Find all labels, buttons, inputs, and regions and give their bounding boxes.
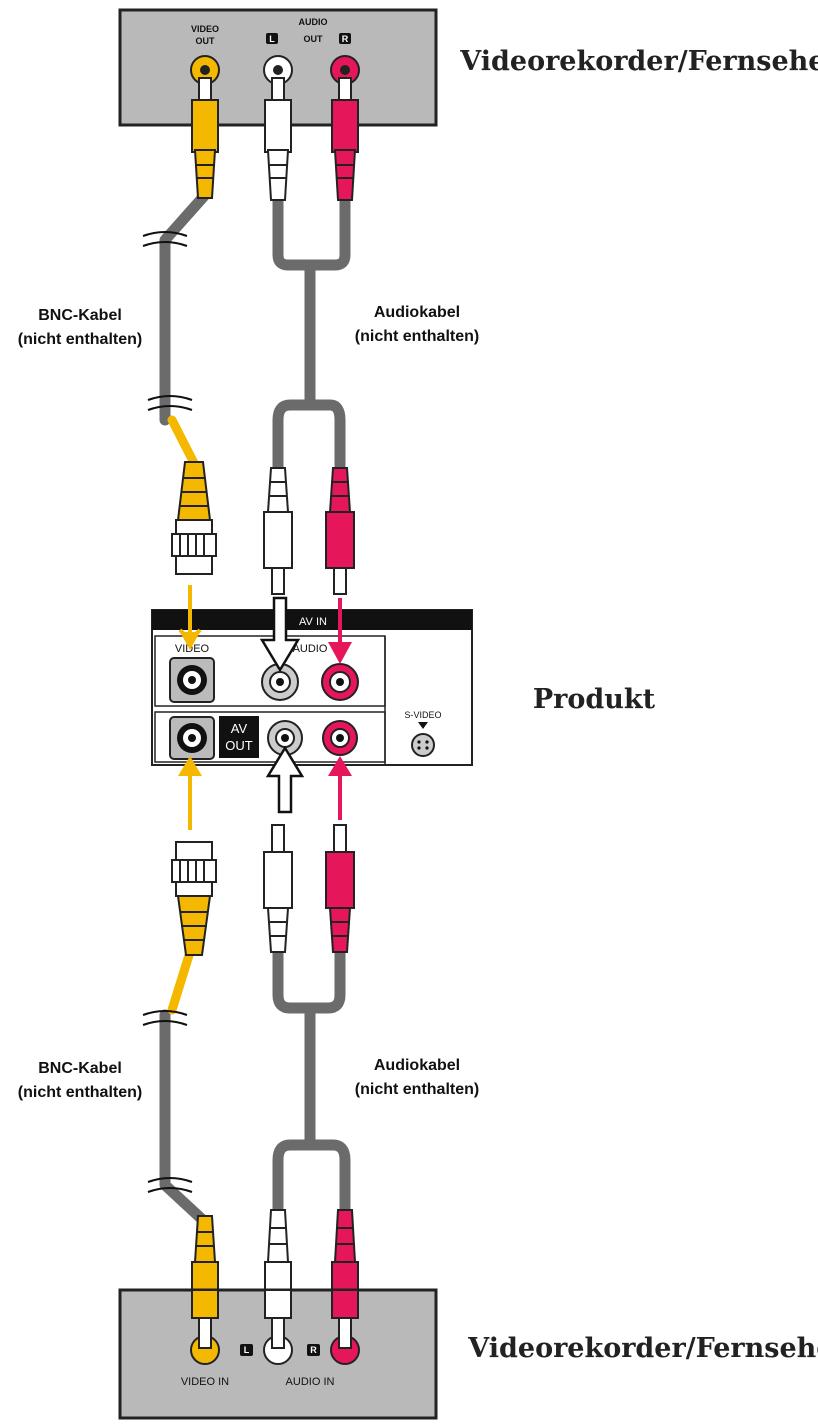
- upper-audio-label-1: Audiokabel: [374, 304, 460, 321]
- top-plugs: [191, 77, 359, 201]
- audio-cable-upper-split-left: [272, 399, 316, 476]
- lower-audio-right-plug: [325, 851, 355, 909]
- audio-cable-upper-right: [302, 194, 351, 271]
- top-video-label-2: OUT: [196, 36, 216, 46]
- lower-bnc-label-2: (nicht enthalten): [18, 1084, 142, 1101]
- upper-bnc-connector: [171, 461, 217, 575]
- top-device-title: Videorekorder/Fernseher: [459, 46, 818, 77]
- audio-cable-lower-left: [272, 944, 316, 1014]
- av-in-label: AV IN: [299, 616, 327, 628]
- bottom-device-title: Videorekorder/Fernseher: [467, 1333, 818, 1364]
- av-in-header: [152, 610, 472, 630]
- svideo-jack: [411, 733, 435, 757]
- bnc-cable-lower-yellow: [167, 947, 195, 1015]
- top-video-plug: [191, 99, 219, 153]
- av-in-audio-label: AUDIO: [293, 643, 328, 655]
- upper-bnc-label-1: BNC-Kabel: [38, 307, 122, 324]
- top-video-label-1: VIDEO: [191, 24, 219, 34]
- lower-bnc-connector: [171, 841, 217, 956]
- top-device: VIDEO OUT AUDIO L OUT R Videorekorder/Fe…: [118, 8, 818, 127]
- top-right-badge: R: [342, 34, 349, 44]
- top-audio-left-plug: [264, 99, 292, 153]
- audio-cable-lower-split-right: [304, 1139, 351, 1221]
- upper-audio-plugs: [263, 467, 355, 595]
- lower-audio-label-2: (nicht enthalten): [355, 1081, 479, 1098]
- lower-audio-left-plug: [263, 851, 293, 909]
- upper-bnc-label-2: (nicht enthalten): [18, 331, 142, 348]
- arrow-audio-left-out: [265, 745, 305, 814]
- arrows: [178, 585, 352, 830]
- top-audio-label-2: OUT: [304, 34, 324, 44]
- product-panel: AV IN VIDEO AUDIO AV OUT S-VIDEO Produkt: [151, 609, 656, 766]
- bottom-video-in-label: VIDEO IN: [181, 1376, 229, 1388]
- bnc-cable-upper: [159, 189, 211, 426]
- upper-audio-left-plug: [263, 511, 293, 569]
- bnc-cable-upper-yellow: [167, 415, 200, 470]
- bottom-right-badge: R: [310, 1345, 317, 1355]
- lower-audio-plugs: [263, 824, 355, 953]
- product-title: Produkt: [533, 684, 656, 715]
- cables: [159, 189, 351, 1228]
- top-audio-right-plug: [331, 99, 359, 153]
- audio-cable-lower-right: [304, 944, 346, 1014]
- bnc-cable-lower: [159, 1009, 211, 1228]
- arrow-audio-left-in: [259, 596, 301, 673]
- top-audio-label-1: AUDIO: [299, 17, 328, 27]
- audio-cable-upper-left: [272, 194, 314, 271]
- upper-audio-right-plug: [325, 511, 355, 569]
- av-out-label-1: AV: [231, 721, 248, 736]
- lower-audio-label-1: Audiokabel: [374, 1057, 460, 1074]
- av-out-label-2: OUT: [225, 738, 253, 753]
- bottom-audio-in-label: AUDIO IN: [286, 1376, 335, 1388]
- audio-cable-lower-split-left: [272, 1139, 316, 1221]
- upper-audio-label-2: (nicht enthalten): [355, 328, 479, 345]
- bottom-device: L R VIDEO IN AUDIO IN Videorekorder/Fern…: [118, 1288, 818, 1420]
- av-out-badge: [219, 716, 259, 758]
- cable-break-marks: [142, 231, 193, 1193]
- audio-cable-upper-split-right: [304, 399, 346, 476]
- top-left-badge: L: [269, 34, 275, 44]
- lower-bnc-label-1: BNC-Kabel: [38, 1060, 122, 1077]
- av-in-video-label: VIDEO: [175, 643, 210, 655]
- svideo-label: S-VIDEO: [404, 710, 441, 720]
- bottom-left-badge: L: [244, 1345, 250, 1355]
